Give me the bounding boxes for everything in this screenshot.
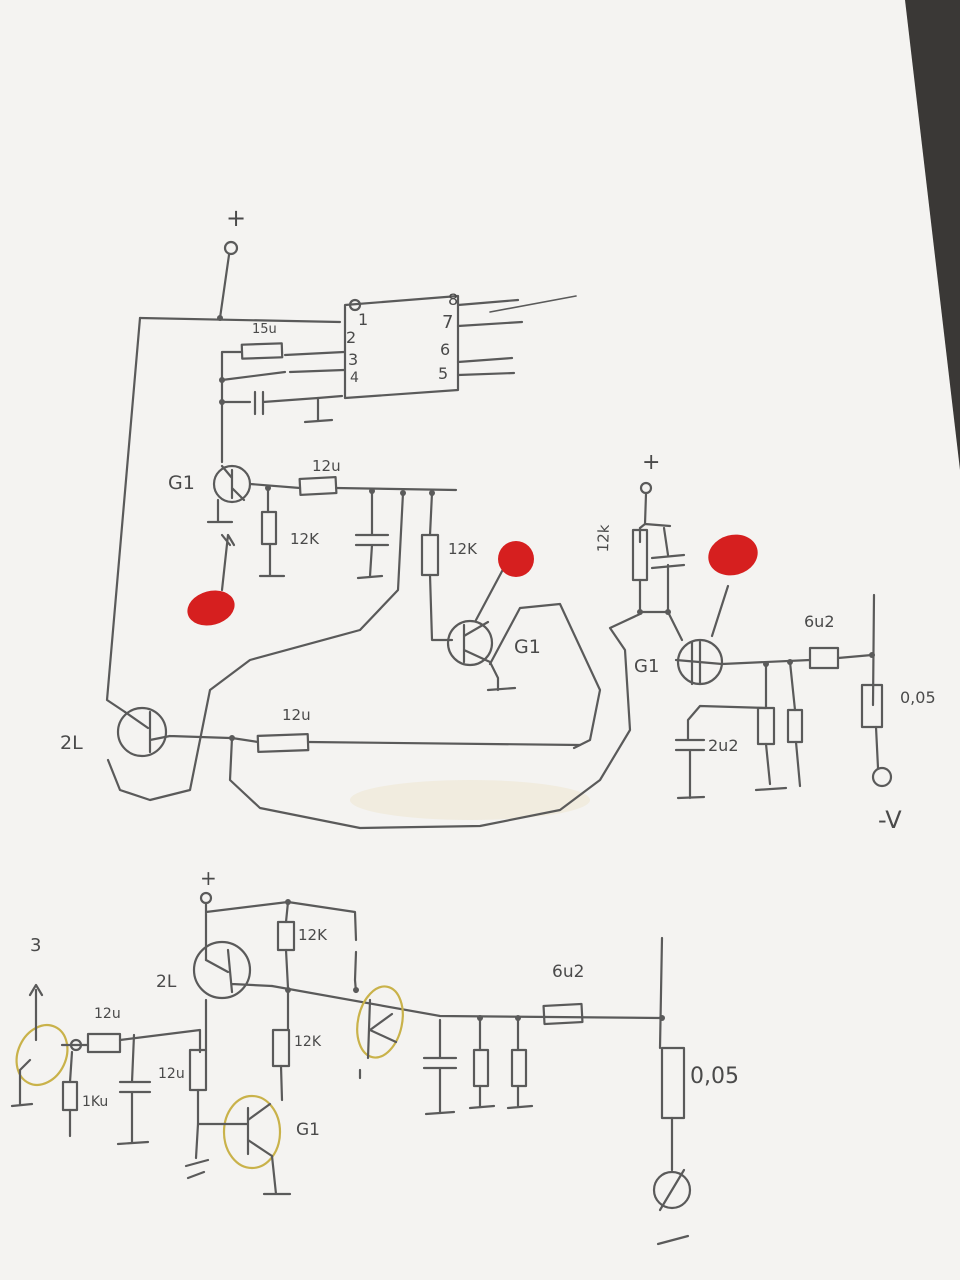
resistor-6u2-bottom-label: 6u2 (552, 962, 585, 982)
resistor-12u-input-label: 12u (94, 1006, 121, 1022)
resistor-12u-b-label: 12u (282, 706, 311, 724)
resistor-12k-right-label: 12k (594, 524, 613, 553)
transistor-c-symbol (116, 706, 168, 758)
red-marker-b (498, 541, 534, 577)
red-marker-a (187, 590, 235, 626)
ic-pin-3-label: 3 (348, 350, 359, 369)
ic-pin-4-label: 4 (350, 370, 359, 386)
yellow-ring-a (356, 985, 404, 1059)
left-transistor-label: 3 (30, 935, 42, 956)
paper-stain (350, 780, 590, 820)
resistor-0-05-right (860, 683, 884, 729)
resistor-12k-collector-label: 12K (448, 540, 477, 558)
resistor-12u-a (298, 475, 338, 497)
resistor-6u2-bottom (542, 1002, 584, 1026)
transistor-2l-label: 2L (156, 972, 177, 992)
resistor-12u-input (86, 1032, 122, 1054)
shunt-bottom-label: 0,05 (690, 1064, 739, 1089)
ic-pin-1-label: 1 (358, 310, 369, 329)
minus-right-label: -V (878, 806, 902, 834)
transistor-b-symbol (446, 619, 494, 667)
transistor-c-label: 2L (60, 732, 83, 754)
resistor-12k-top-label: 12K (298, 926, 327, 944)
resistor-12k-mid-label: 12K (294, 1034, 321, 1050)
resistor-12k-shunt-label: 12K (290, 530, 319, 548)
upper-circuit (105, 240, 642, 830)
transistor-2l-symbol (192, 940, 252, 1000)
resistor-6u2-label: 6u2 (804, 612, 835, 631)
ic-body (343, 294, 460, 400)
bottom-circuit (10, 891, 692, 1246)
ic-pin-7-label: 7 (442, 312, 454, 333)
minus-terminal-right (871, 766, 893, 788)
ic-pin-6-label: 6 (440, 340, 451, 359)
transistor-right-label: G1 (634, 656, 660, 677)
transistor-g1-bottom-label: G1 (296, 1120, 320, 1140)
resistor-12u-a-label: 12u (312, 457, 341, 475)
right-circuit (631, 481, 893, 800)
shunt-right-label: 0,05 (900, 688, 936, 707)
supply-terminal (223, 240, 239, 256)
resistor-2u2-label: 2u2 (708, 736, 739, 755)
red-marker-c (708, 534, 758, 576)
yellow-ring-b (15, 1024, 69, 1086)
transistor-b-label: G1 (514, 636, 541, 658)
minus-terminal-bottom (652, 1170, 692, 1210)
transistor-a-label: G1 (168, 472, 195, 494)
ic-pin-5-label: 5 (438, 364, 449, 383)
resistor-1ku-input-label: 1Ku (82, 1094, 109, 1110)
resistor-12u-left-mid-label: 12u (158, 1066, 185, 1082)
right-supply-label: + (642, 450, 661, 475)
bottom-supply-label: + (200, 866, 217, 890)
ic-pin-8-label: 8 (448, 290, 459, 309)
resistor-15u-label: 15u (252, 322, 277, 337)
yellow-ring-c (222, 1094, 282, 1170)
upper-supply-label: + (226, 204, 247, 232)
ic-pin-2-label: 2 (346, 328, 357, 347)
